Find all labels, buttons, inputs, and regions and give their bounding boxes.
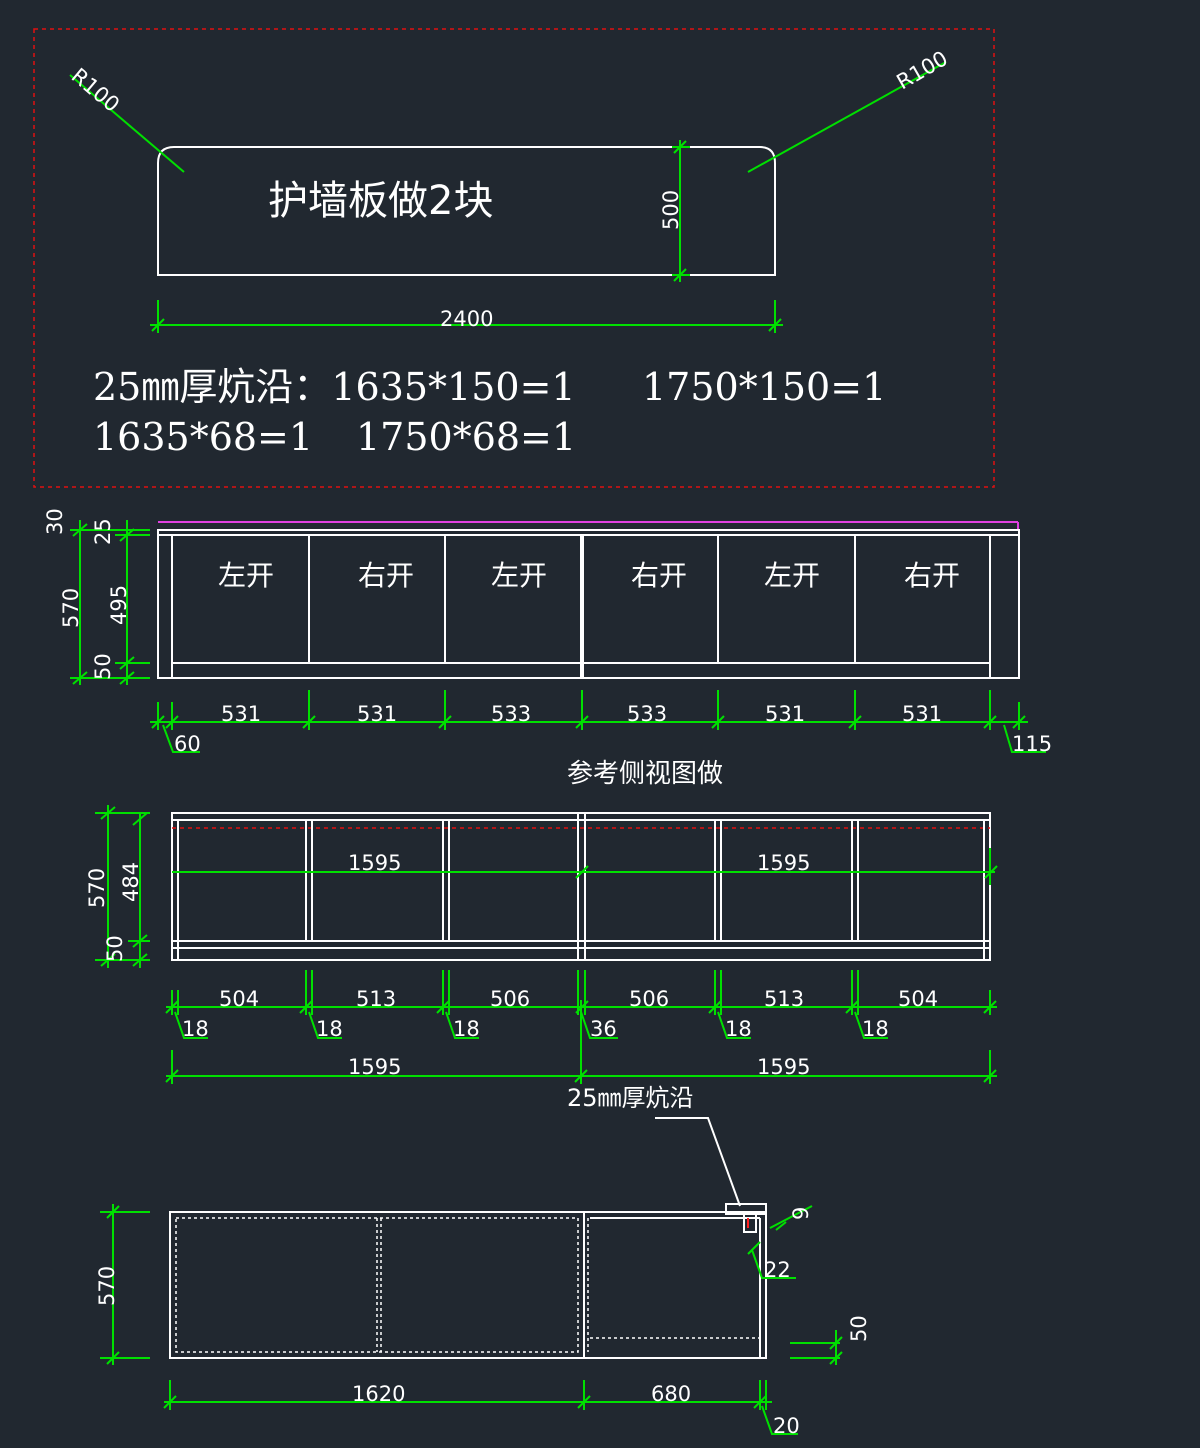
bottom-small-50: 50: [847, 1315, 871, 1342]
callout-leader: [655, 1117, 741, 1207]
front-width-4: 533: [627, 702, 667, 726]
middle-gap-2: 18: [316, 1017, 343, 1041]
edge-callout-label: 25㎜厚炕沿: [567, 1084, 694, 1112]
door-label-5: 左开: [764, 559, 820, 592]
middle-width-6: 504: [898, 987, 938, 1011]
middle-width-1: 504: [219, 987, 259, 1011]
front-width-5: 531: [765, 702, 805, 726]
middle-gap-6: 18: [862, 1017, 889, 1041]
middle-cabinet-outer: [171, 812, 991, 961]
middle-gap-3: 18: [453, 1017, 480, 1041]
radius-leader-right: [747, 61, 947, 173]
note-line-1: 25㎜厚炕沿：1635*150=1: [93, 365, 576, 409]
door-label-6: 右开: [904, 559, 960, 592]
middle-total-2: 1595: [757, 1055, 810, 1079]
selection-frame: [33, 28, 995, 488]
note-line-2b: 1750*68=1: [356, 415, 576, 459]
middle-vdim-bottom: 50: [103, 935, 127, 962]
bottom-height-label: 570: [95, 1266, 119, 1306]
front-right-offset: 115: [1012, 732, 1052, 756]
front-vdim-bottom: 50: [91, 653, 115, 680]
bottom-small-22: 22: [764, 1258, 791, 1282]
front-dim-ticks: [151, 690, 1026, 730]
width-dim-label: 2400: [440, 307, 493, 331]
edge-profile-body: [743, 1213, 757, 1233]
front-cabinet-outer: [157, 529, 1020, 679]
front-vdim-total: 570: [59, 588, 83, 628]
middle-span-2: 1595: [757, 851, 810, 875]
bottom-width-1: 1620: [352, 1382, 405, 1406]
front-width-1: 531: [221, 702, 261, 726]
bottom-cabinet-outer: [169, 1211, 767, 1359]
middle-width-2: 513: [356, 987, 396, 1011]
front-vdim-top2: 25: [91, 518, 115, 545]
bottom-small-20: 20: [773, 1414, 800, 1438]
middle-width-3: 506: [490, 987, 530, 1011]
middle-dim-ticks: [165, 970, 997, 1015]
middle-width-4: 506: [629, 987, 669, 1011]
front-caption: 参考侧视图做: [567, 759, 723, 789]
middle-width-5: 513: [764, 987, 804, 1011]
note-line-1b: 1750*150=1: [642, 365, 886, 409]
middle-gap-1: 18: [182, 1017, 209, 1041]
front-width-2: 531: [357, 702, 397, 726]
note-line-2: 1635*68=1: [93, 415, 313, 459]
height-dim-label: 500: [659, 190, 683, 230]
middle-vdim-mid: 484: [119, 862, 143, 902]
panel-title: 护墙板做2块: [268, 178, 493, 224]
middle-gap-5: 18: [725, 1017, 752, 1041]
front-vdim-mid: 495: [107, 585, 131, 625]
middle-vdim-total: 570: [85, 868, 109, 908]
front-left-offset: 60: [174, 732, 201, 756]
radius-label-left: R100: [67, 63, 124, 117]
door-label-1: 左开: [218, 559, 274, 592]
middle-gap-4: 36: [590, 1017, 617, 1041]
radius-label-right: R100: [893, 46, 952, 94]
bottom-width-2: 680: [651, 1382, 691, 1406]
middle-span-1: 1595: [348, 851, 401, 875]
bottom-small-9: 9: [789, 1207, 813, 1220]
middle-total-1: 1595: [348, 1055, 401, 1079]
front-width-3: 533: [491, 702, 531, 726]
door-label-4: 右开: [631, 559, 687, 592]
front-width-6: 531: [902, 702, 942, 726]
door-label-3: 左开: [491, 559, 547, 592]
front-vdim-top: 30: [43, 508, 67, 535]
wall-panel-outline: [157, 146, 776, 276]
door-label-2: 右开: [358, 559, 414, 592]
radius-leader-left: [69, 74, 185, 173]
